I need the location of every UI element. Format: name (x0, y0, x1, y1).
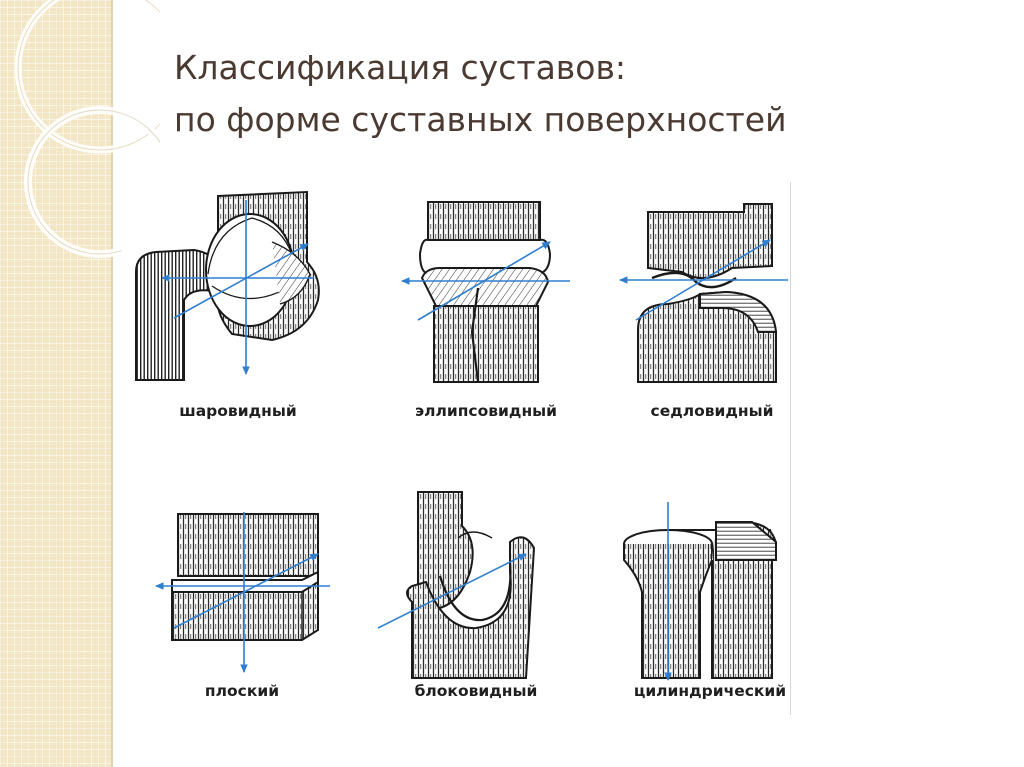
label-ball-joint: шаровидный (179, 402, 296, 420)
ball-joint-axes (161, 200, 314, 375)
title-line-2: по форме суставных поверхностей (174, 100, 787, 139)
plane-joint-illustration (171, 513, 319, 641)
label-hinge-joint: блоковидный (415, 682, 538, 700)
saddle-joint-illustration (637, 203, 778, 383)
hinge-joint-illustration (406, 491, 536, 679)
joint-types-figure: шаровидный эллипсовидный седловидный пло… (122, 182, 791, 715)
hinge-joint-axes (377, 553, 527, 629)
ellipsoid-joint-illustration (418, 201, 552, 383)
label-ellipsoid-joint: эллипсовидный (415, 402, 557, 420)
decorative-rings (14, 0, 160, 258)
ball-joint-illustration (135, 190, 320, 381)
cylindrical-joint-illustration (623, 521, 777, 679)
label-cylindrical-joint: цилиндрический (634, 682, 786, 700)
saddle-joint-axes (619, 239, 788, 321)
ellipsoid-joint-axes (401, 241, 570, 321)
slide-title: Классификация суставов: по форме суставн… (174, 42, 787, 146)
side-strip-edge (111, 0, 113, 767)
title-line-1: Классификация суставов: (174, 48, 627, 87)
plane-joint-axes (155, 512, 330, 673)
label-plane-joint: плоский (205, 682, 279, 700)
label-saddle-joint: седловидный (651, 402, 774, 420)
